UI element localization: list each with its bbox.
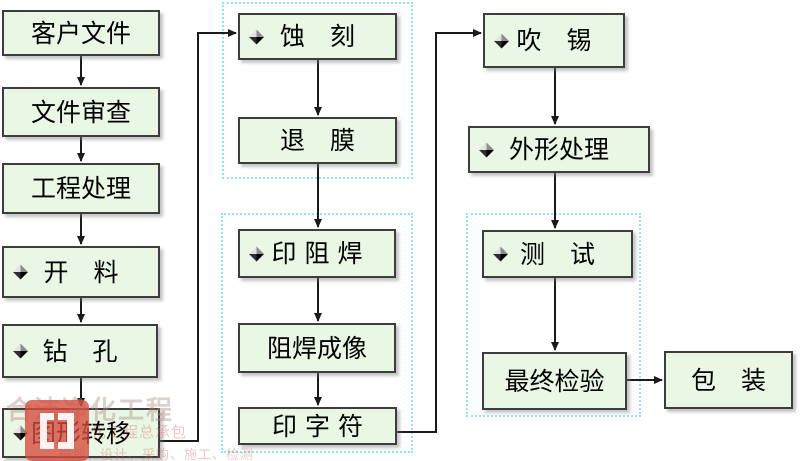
node-label: 客户文件 xyxy=(30,18,131,48)
flow-node-etching: 蚀 刻 xyxy=(238,13,397,60)
node-label: 包 装 xyxy=(690,365,766,395)
flow-node-final-inspection: 最终检验 xyxy=(482,352,627,410)
flow-node-cutting: 开 料 xyxy=(2,246,160,298)
node-label: 阻焊成像 xyxy=(266,333,367,363)
flow-node-file-review: 文件审查 xyxy=(2,87,160,137)
diamond-bullet-icon xyxy=(493,246,508,262)
node-label: 吹 锡 xyxy=(516,26,592,55)
flow-node-solder-mask-print: 印 阻 焊 xyxy=(238,229,396,278)
flow-node-customer-files: 客户文件 xyxy=(2,10,160,56)
diamond-bullet-icon xyxy=(13,343,28,359)
node-label: 印 字 符 xyxy=(272,411,363,441)
flow-node-drilling: 钻 孔 xyxy=(2,324,158,378)
node-label: 开 料 xyxy=(43,257,119,287)
flow-node-tin-blowing: 吹 锡 xyxy=(483,13,625,68)
node-label: 最终检验 xyxy=(504,366,605,396)
diamond-bullet-icon xyxy=(249,29,264,44)
node-label: 蚀 刻 xyxy=(279,22,355,51)
node-label: 文件审查 xyxy=(30,97,131,127)
flow-node-engineering-processing: 工程处理 xyxy=(2,163,160,214)
diamond-bullet-icon xyxy=(479,142,494,157)
flow-node-film-stripping: 退 膜 xyxy=(238,117,397,164)
flow-node-testing: 测 试 xyxy=(482,230,633,278)
flow-node-solder-mask-imaging: 阻焊成像 xyxy=(238,323,396,373)
node-label: 测 试 xyxy=(519,239,595,269)
diamond-bullet-icon xyxy=(13,264,28,280)
logo-right-bracket-shape xyxy=(58,412,74,449)
watermark-logo xyxy=(25,400,89,461)
node-label: 退 膜 xyxy=(279,126,355,155)
diamond-bullet-icon xyxy=(494,33,509,48)
logo-left-bracket-shape xyxy=(40,412,54,449)
node-label: 外形处理 xyxy=(508,135,609,164)
flow-node-legend-print: 印 字 符 xyxy=(238,407,397,445)
node-label: 印 阻 焊 xyxy=(271,239,363,268)
flow-node-profile-processing: 外形处理 xyxy=(468,126,650,173)
flow-node-packaging: 包 装 xyxy=(664,351,793,409)
diamond-bullet-icon xyxy=(249,246,264,261)
node-label: 钻 孔 xyxy=(42,336,118,366)
node-label: 工程处理 xyxy=(30,174,131,203)
